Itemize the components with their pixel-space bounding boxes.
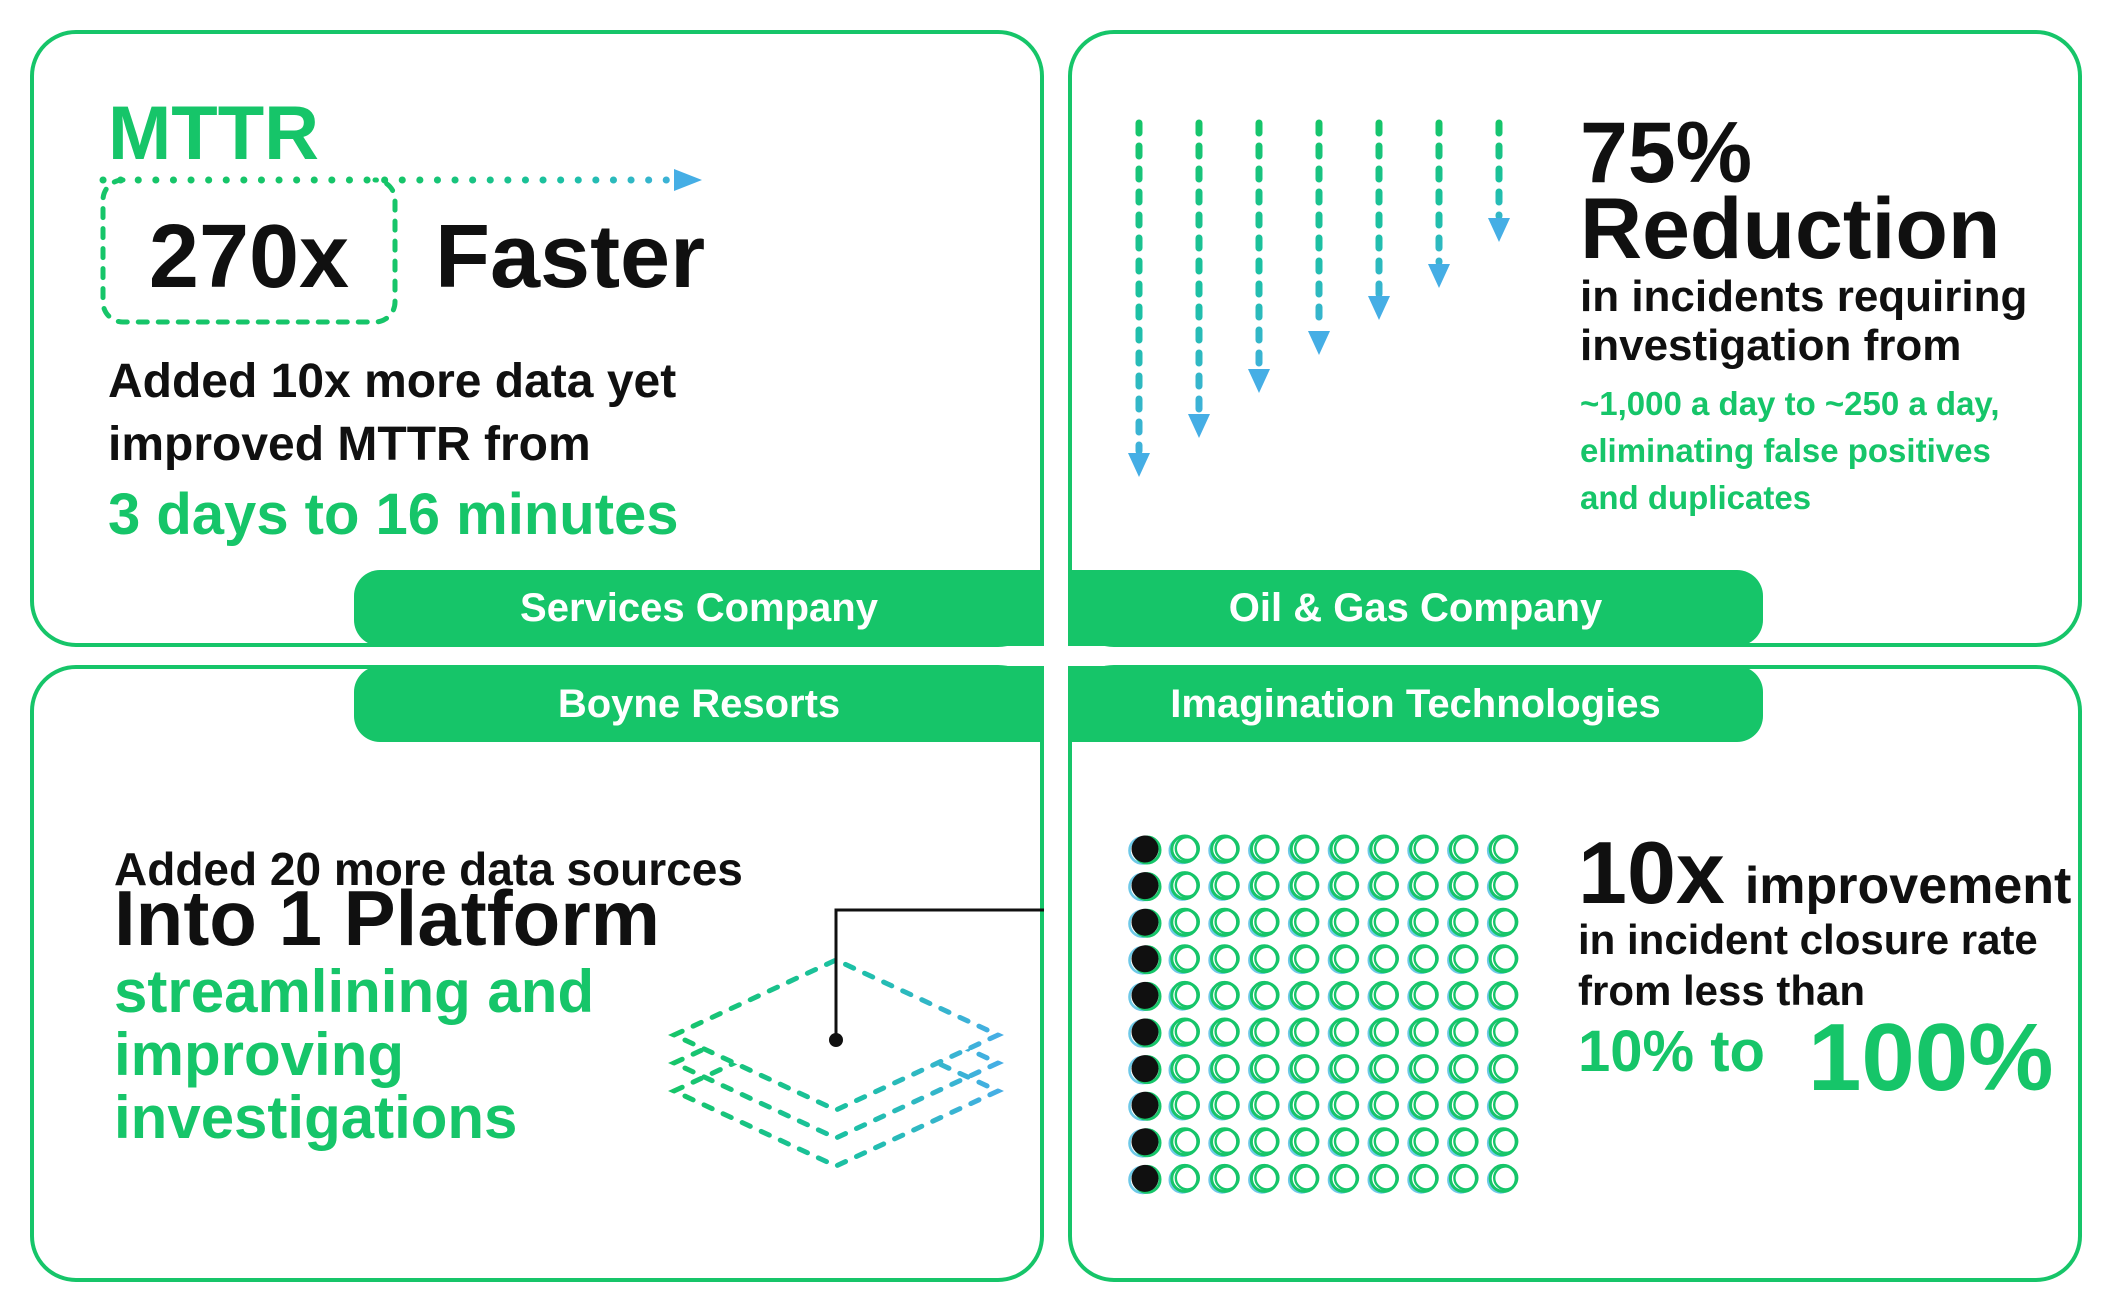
platform-highlight-line2: improving — [114, 1021, 405, 1088]
closure-stat-suffix: improvement — [1744, 857, 2072, 915]
closure-highlight-big: 100% — [1808, 1004, 2054, 1111]
reduction-body-line2: investigation from — [1580, 321, 1962, 370]
reduction-highlight: ~1,000 a day to ~250 a day, eliminating … — [1580, 380, 2000, 521]
company-pill-imagination: Imagination Technologies — [1068, 666, 1763, 742]
closure-body: in incident closure rate from less than — [1578, 914, 2038, 1016]
reduction-stat-value: 75% — [1580, 105, 1753, 201]
platform-stat: Into 1 Platform — [114, 874, 661, 962]
platform-body: Added 20 more data sources — [114, 843, 743, 895]
reduction-stat-suffix: Reduction — [1580, 181, 2001, 277]
company-pill-boyne: Boyne Resorts — [354, 666, 1044, 742]
reduction-body: in incidents requiring investigation fro… — [1580, 272, 2027, 370]
platform-highlight-line1: streamlining and — [114, 958, 595, 1025]
closure-stat-value: 10x — [1578, 823, 1725, 922]
closure-body-line1: in incident closure rate — [1578, 916, 2038, 963]
platform-highlight-line3: investigations — [114, 1084, 518, 1151]
reduction-body-line1: in incidents requiring — [1580, 272, 2028, 321]
mttr-highlight: 3 days to 16 minutes — [108, 482, 679, 547]
closure-body-line2: from less than — [1578, 967, 1866, 1014]
closure-highlight-small: 10% to — [1578, 1019, 1765, 1084]
reduction-highlight-line2: eliminating false positives — [1580, 432, 1991, 469]
reduction-highlight-line1: ~1,000 a day to ~250 a day, — [1580, 385, 2000, 422]
mttr-body: Added 10x more data yet improved MTTR fr… — [108, 350, 676, 476]
mttr-stat-suffix: Faster — [435, 207, 706, 307]
company-pill-oil-gas: Oil & Gas Company — [1068, 570, 1763, 646]
platform-highlight: streamlining and improving investigation… — [114, 960, 594, 1149]
mttr-stat-value: 270x — [148, 207, 350, 307]
reduction-highlight-line3: and duplicates — [1580, 479, 1812, 516]
mttr-title: MTTR — [108, 91, 320, 176]
company-pill-services: Services Company — [354, 570, 1044, 646]
mttr-body-line2: improved MTTR from — [108, 418, 591, 471]
mttr-body-line1: Added 10x more data yet — [108, 355, 677, 408]
